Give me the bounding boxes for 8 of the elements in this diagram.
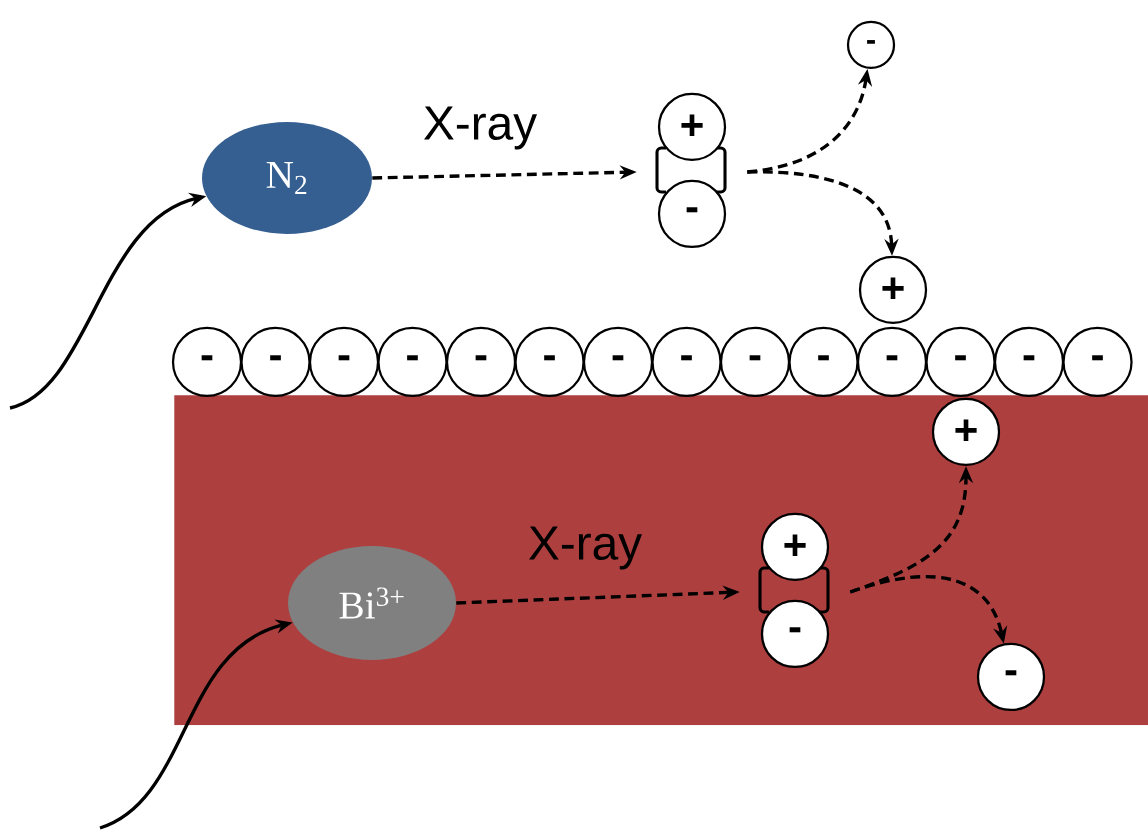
edge-label: X-ray xyxy=(529,526,642,570)
electron-hole-pair: + - xyxy=(655,92,727,249)
edge-label: X-ray xyxy=(424,106,537,150)
node-label: + xyxy=(784,534,806,557)
electron-hole-pair: + - xyxy=(758,512,830,669)
node-label: - xyxy=(1092,355,1103,361)
node-label: + xyxy=(681,114,703,137)
band xyxy=(174,395,1148,726)
